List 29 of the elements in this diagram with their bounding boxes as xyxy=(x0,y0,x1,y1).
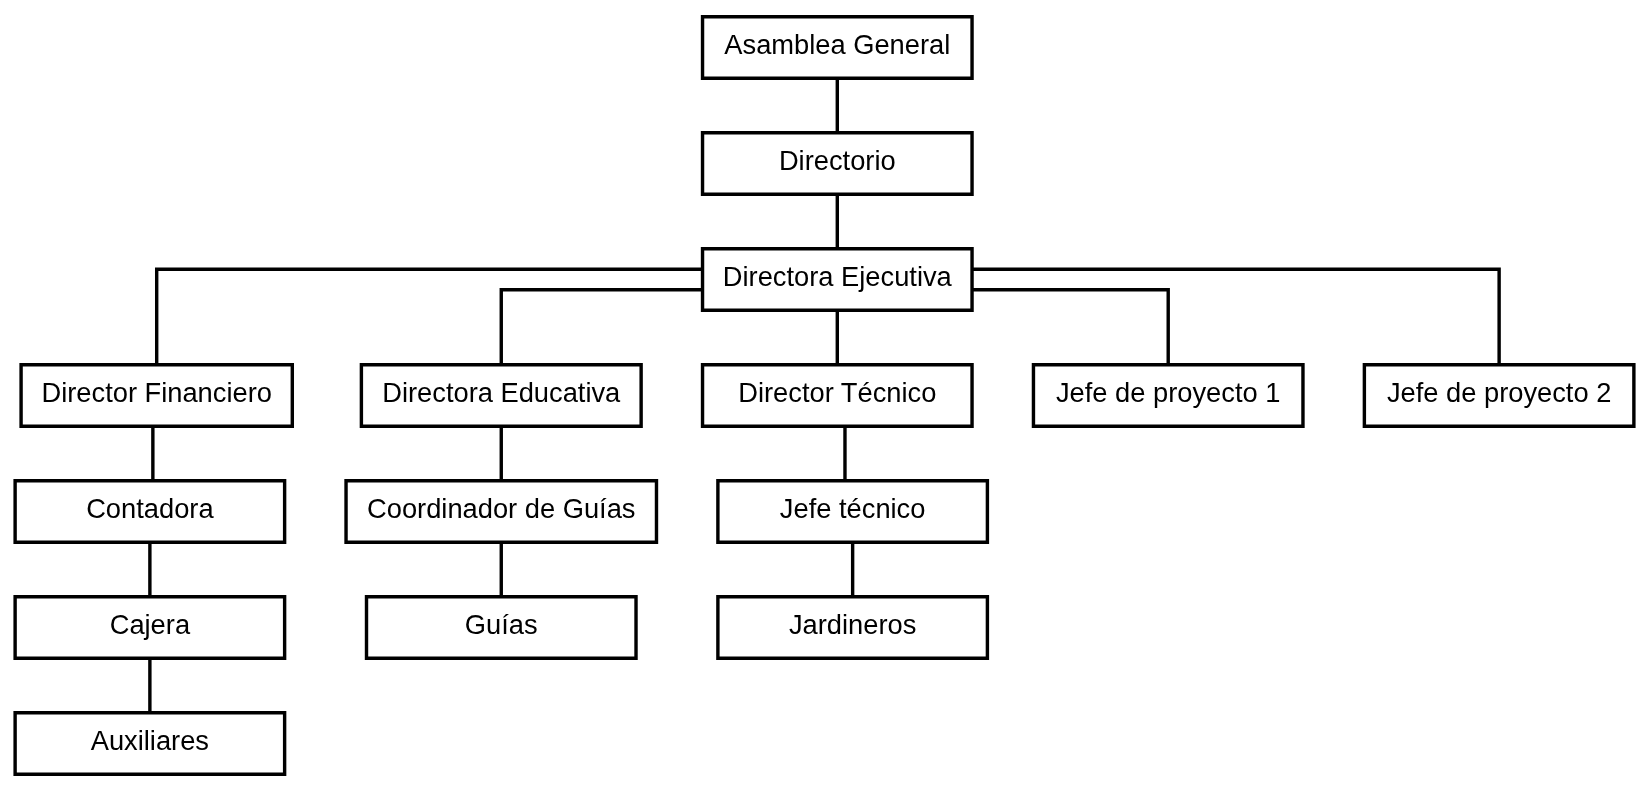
node-box: Coordinador de Guías xyxy=(344,478,659,544)
node-box: Cajera xyxy=(13,594,287,660)
node-box: Asamblea General xyxy=(700,14,974,80)
node-box: Director Técnico xyxy=(700,362,974,428)
node-box: Auxiliares xyxy=(13,710,287,776)
connector xyxy=(972,267,1501,364)
connector xyxy=(155,267,702,364)
connector xyxy=(148,542,152,596)
node-box: Jardineros xyxy=(716,594,990,660)
connector xyxy=(835,310,839,364)
connector xyxy=(850,542,855,596)
node-box: Contadora xyxy=(13,478,287,544)
connector xyxy=(835,78,839,132)
connector xyxy=(835,194,839,248)
connector xyxy=(499,542,503,596)
node-box: Jefe de proyecto 2 xyxy=(1362,362,1636,428)
connector xyxy=(843,426,847,480)
node-box: Directora Ejecutiva xyxy=(700,246,974,312)
connector xyxy=(499,426,503,480)
node-box: Jefe de proyecto 1 xyxy=(1031,362,1305,428)
connector xyxy=(972,287,1170,364)
connector xyxy=(499,287,703,364)
connector xyxy=(151,426,155,480)
node-box: Guías xyxy=(364,594,638,660)
node-box: Jefe técnico xyxy=(716,478,990,544)
node-box: Directorio xyxy=(700,130,974,196)
node-box: Directora Educativa xyxy=(359,362,643,428)
node-box: Director Financiero xyxy=(19,362,294,428)
connector xyxy=(148,658,152,712)
